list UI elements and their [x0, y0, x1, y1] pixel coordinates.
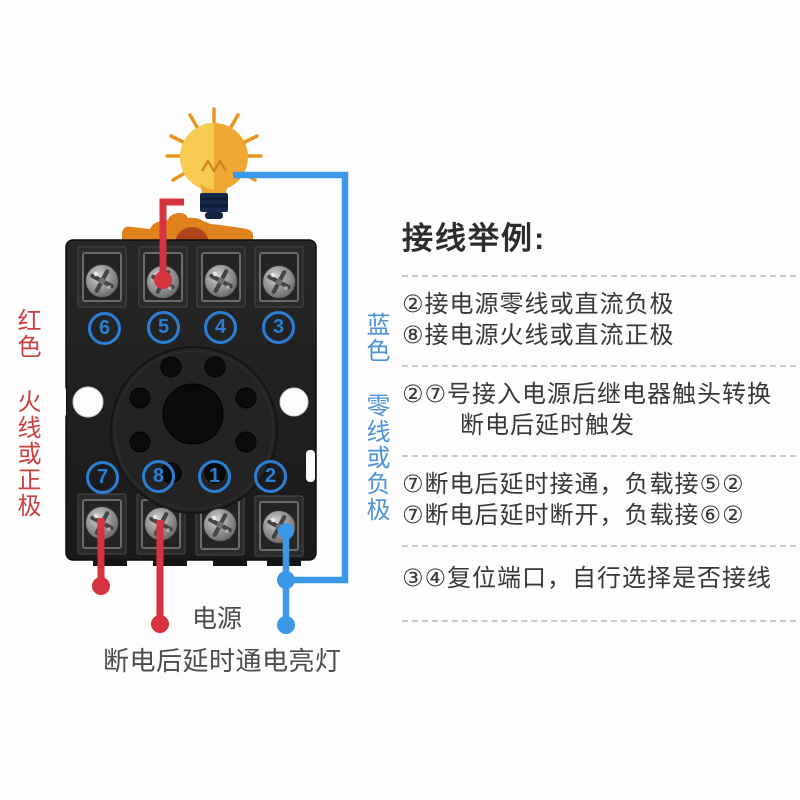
blue-wire-dots [277, 523, 295, 634]
terminal-number-2: 2 [254, 460, 287, 493]
bulb-filament [200, 159, 228, 173]
socket-center-ring [114, 350, 274, 510]
instruction-line: ③④复位端口，自行选择是否接线 [402, 565, 773, 592]
terminal-number-6: 6 [88, 312, 121, 345]
instructions-panel: 接线举例: ②接电源零线或直流负极 ⑧接电源火线或直流正极 ②⑦号接入电源后继电… [402, 220, 796, 622]
dashed-divider [402, 365, 796, 367]
terminal-number-3: 3 [262, 311, 295, 344]
instruction-line: ⑧接电源火线或直流正极 [402, 322, 675, 349]
wiring-diagram-graphic [57, 107, 349, 634]
instruction-section-relay: ②⑦号接入电源后继电器触头转换 断电后延时触发 [402, 367, 796, 455]
red-wire-label: 红色 火线或正极 [13, 308, 40, 519]
mounting-hole [72, 386, 104, 418]
screw-terminal-4 [205, 265, 238, 298]
instruction-line: ⑦断电后延时断开，负载接⑥② [402, 502, 745, 529]
side-notch [57, 386, 66, 418]
relay-socket [57, 212, 317, 566]
dashed-divider [402, 620, 796, 622]
bulb-base-tip [205, 212, 223, 219]
bulb-base [200, 193, 228, 212]
center-keyway-hole [162, 383, 224, 445]
bulb-glass-highlight [180, 123, 214, 191]
instructions-title: 接线举例: [402, 221, 547, 256]
socket-foot [213, 559, 247, 566]
instruction-section-reset: ③④复位端口，自行选择是否接线 [402, 547, 796, 620]
dashed-divider [402, 275, 796, 277]
dashed-divider [402, 455, 796, 457]
screw-terminal-1 [204, 509, 237, 542]
bulb-rays [165, 107, 263, 182]
socket-foot [153, 559, 187, 566]
terminal-number-7: 7 [86, 461, 119, 494]
socket-foot [93, 559, 127, 566]
blue-wire [233, 171, 349, 634]
instruction-section-load: ⑦断电后延时接通，负载接⑤② ⑦断电后延时断开，负载接⑥② [402, 457, 796, 545]
red-wire-dots [92, 271, 172, 633]
instruction-section-power: ②接电源零线或直流负极 ⑧接电源火线或直流正极 [402, 277, 796, 365]
red-wires [92, 198, 184, 633]
blue-wire-bulb-to-terminal2 [233, 171, 349, 584]
instruction-line: 断电后延时触发 [460, 412, 635, 439]
mounting-hole [279, 387, 309, 417]
blue-wire-label: 蓝色 零线或负极 [362, 312, 389, 523]
terminal-number-1: 1 [198, 460, 231, 493]
light-bulb-icon [165, 107, 263, 219]
side-notch [306, 450, 315, 482]
screw-terminal-6 [86, 265, 119, 298]
terminal-number-8: 8 [142, 460, 175, 493]
terminal-number-4: 4 [204, 311, 237, 344]
screw-terminal-3 [263, 266, 296, 299]
instruction-line: ⑦断电后延时接通，负载接⑤② [402, 471, 745, 498]
power-label: 电源 [192, 605, 243, 633]
instruction-line: ②接电源零线或直流负极 [402, 291, 675, 318]
instruction-line: ②⑦号接入电源后继电器触头转换 [402, 381, 773, 408]
terminal-number-5: 5 [147, 311, 180, 344]
bulb-caption: 断电后延时通电亮灯 [103, 646, 342, 676]
red-wire-bulb-to-terminal5 [159, 198, 184, 276]
dashed-divider [402, 545, 796, 547]
bulb-base-ridges [200, 197, 228, 208]
